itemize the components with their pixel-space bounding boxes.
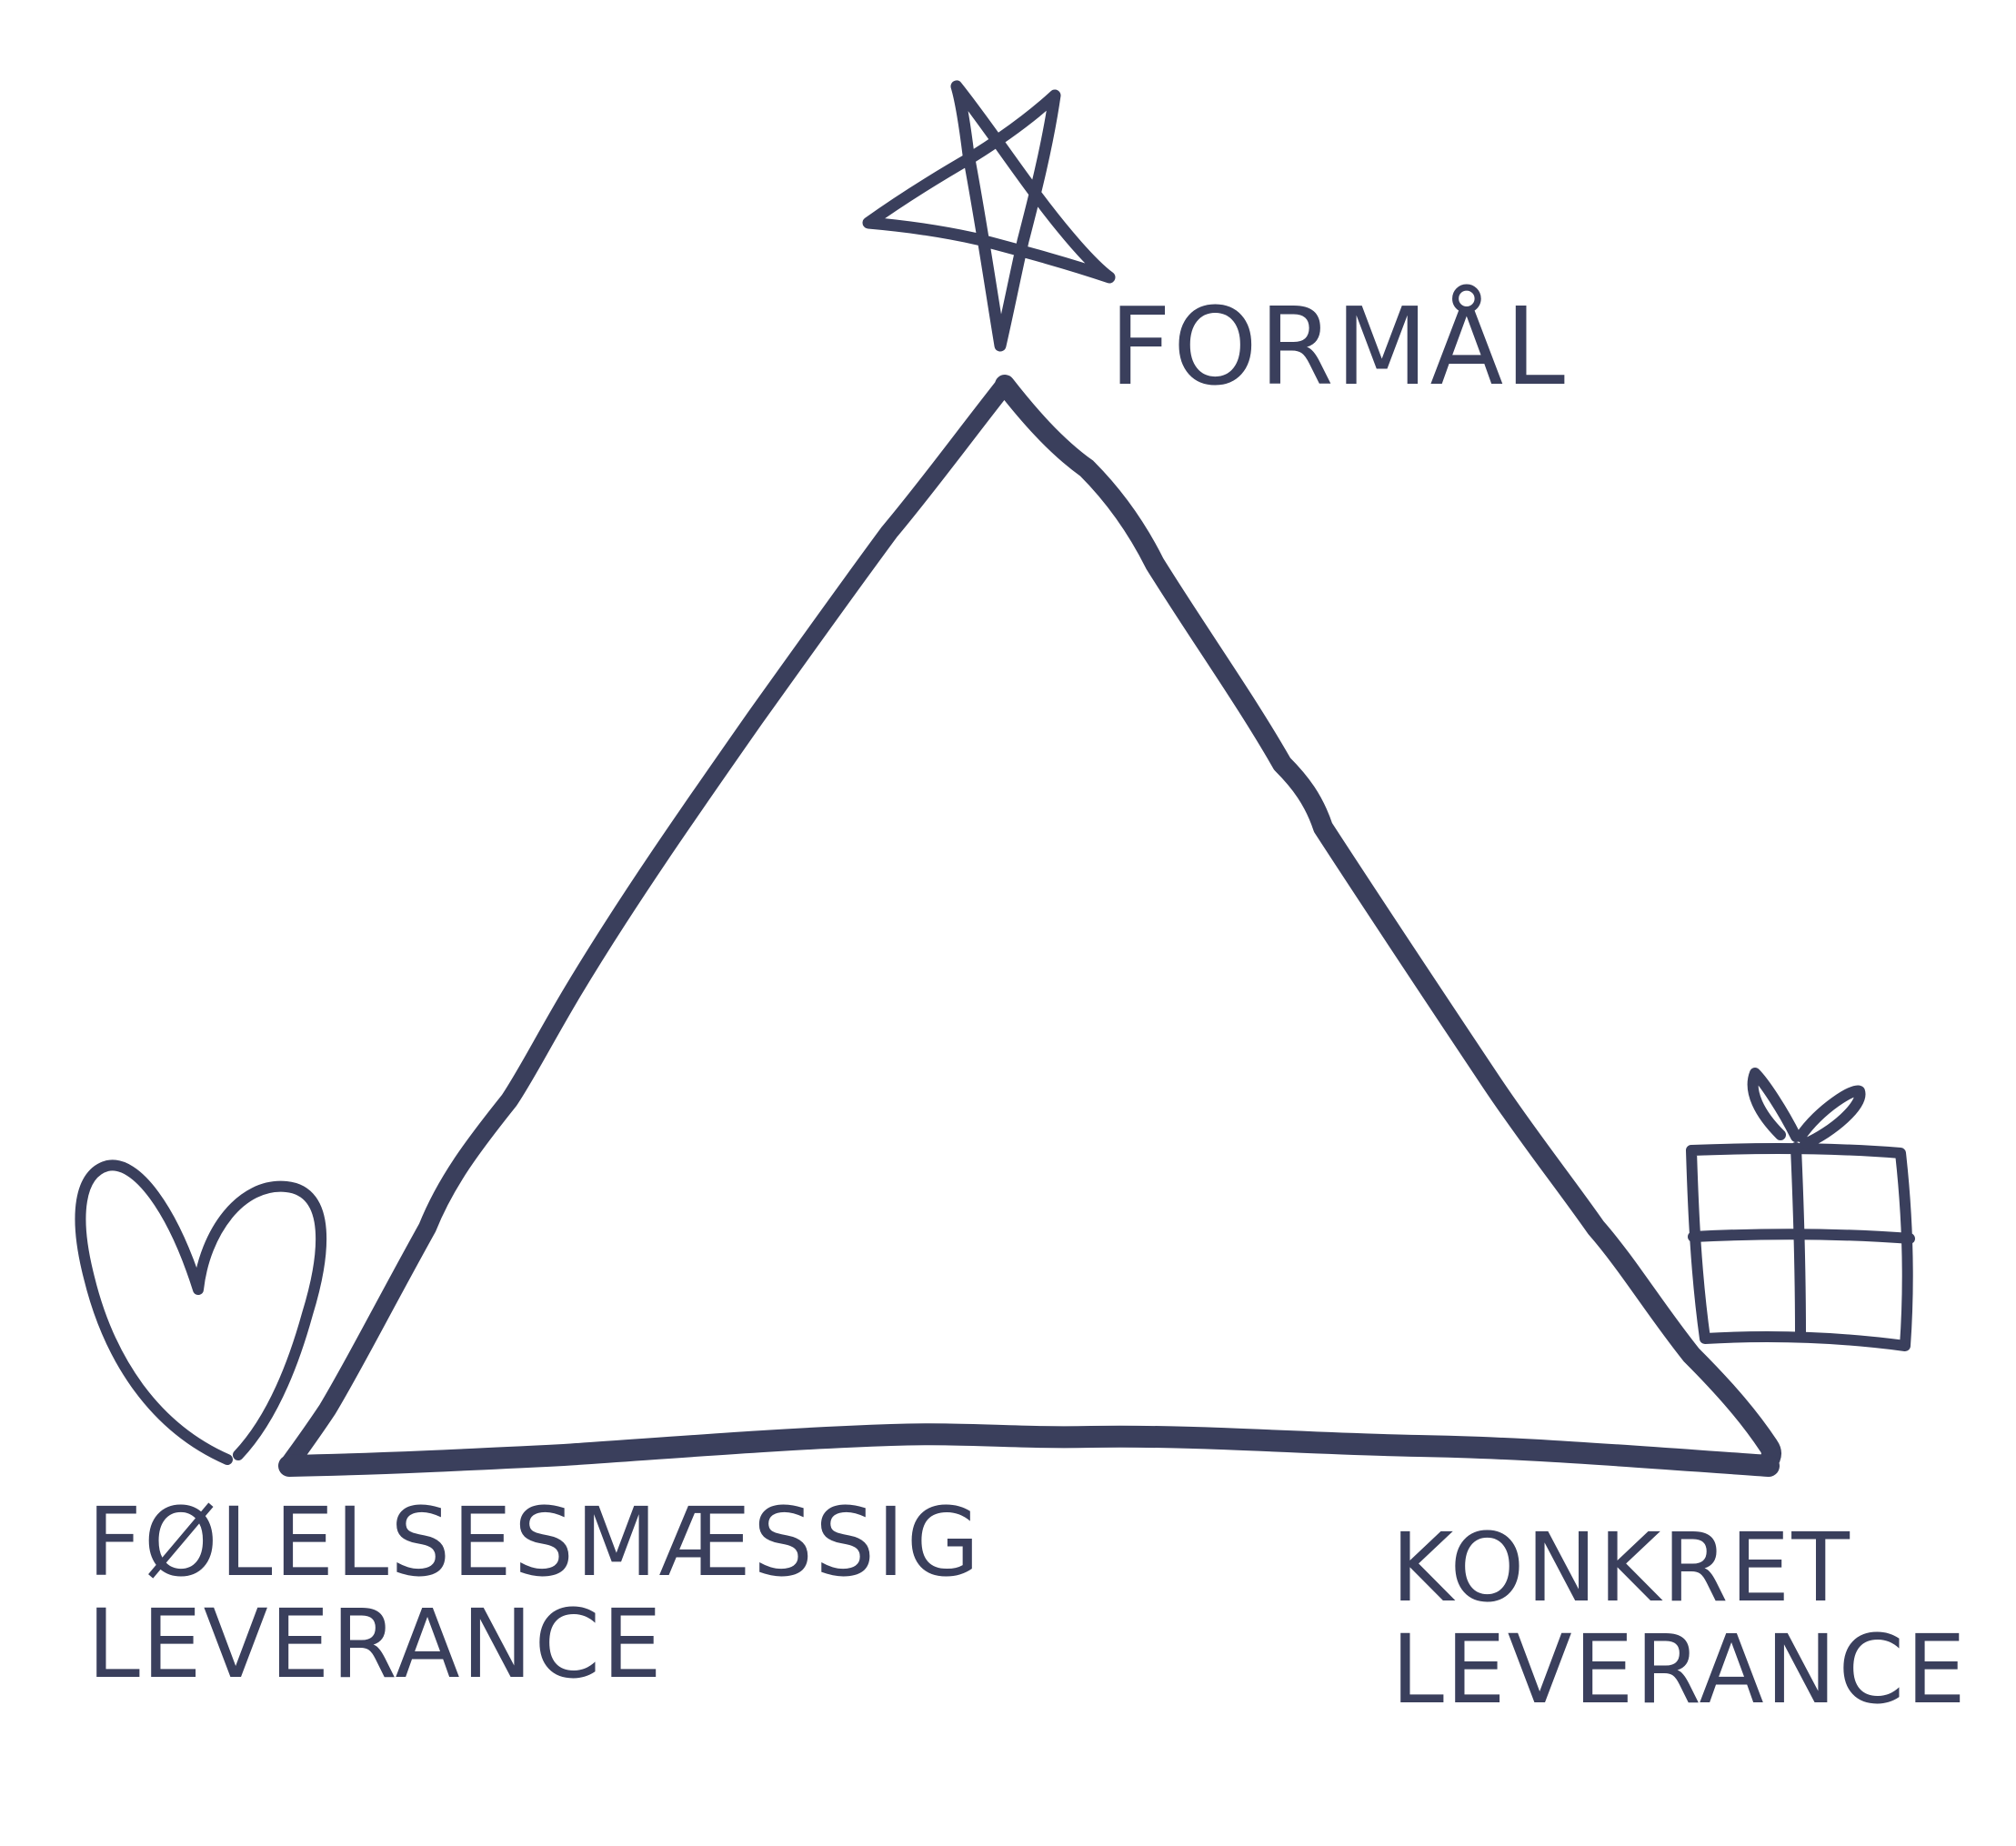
gift-box-outline xyxy=(1686,1143,1913,1351)
gift-ribbon-vertical xyxy=(1790,1142,1806,1340)
triangle-base xyxy=(278,1423,1780,1477)
triangle xyxy=(278,375,1781,1477)
triangle-right-edge xyxy=(995,375,1781,1476)
triangle-left-edge xyxy=(280,376,1014,1473)
gift-icon xyxy=(1686,1068,1915,1351)
heart-icon xyxy=(75,1159,327,1465)
star-icon xyxy=(862,80,1116,352)
gift-bow xyxy=(1747,1068,1866,1149)
label-emotional-delivery: FØLELSESMÆSSIG LEVERANCE xyxy=(87,1487,982,1701)
label-concrete-delivery: KONKRET LEVERANCE xyxy=(1391,1512,1968,1726)
label-formal: FORMÅL xyxy=(1109,284,1568,409)
